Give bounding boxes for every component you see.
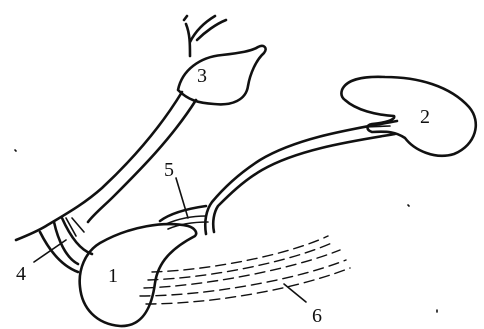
- duct-2-to-5: [205, 121, 397, 234]
- label-6: 6: [312, 305, 322, 327]
- label-3: 3: [197, 65, 207, 87]
- leader-4: [34, 240, 66, 262]
- structure-2: [341, 77, 475, 156]
- label-5: 5: [164, 159, 174, 181]
- leader-6: [284, 284, 306, 302]
- label-2: 2: [420, 106, 430, 128]
- stray-marks: [15, 150, 437, 312]
- label-4: 4: [16, 263, 26, 285]
- structure-6: [140, 236, 350, 304]
- label-1: 1: [108, 265, 118, 287]
- structure-1: [80, 224, 196, 326]
- structure-3: [178, 16, 266, 104]
